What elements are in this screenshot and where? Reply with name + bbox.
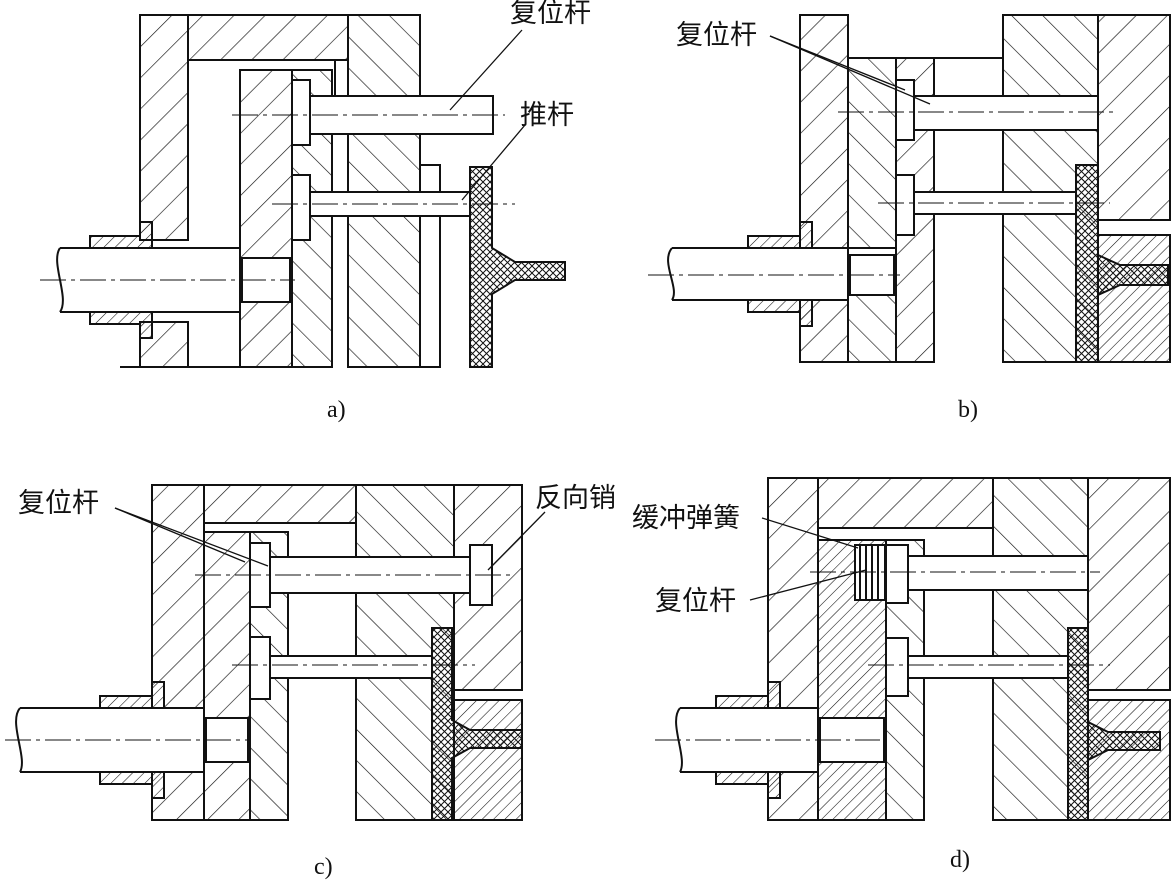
label-reverse-pin-c: 反向销 bbox=[535, 483, 616, 514]
ejection-rod bbox=[672, 247, 849, 301]
panel-c bbox=[5, 484, 546, 821]
product bbox=[1075, 164, 1169, 363]
panel-a bbox=[40, 14, 566, 368]
caption-a: a) bbox=[327, 397, 346, 423]
caption-d: d) bbox=[950, 847, 970, 873]
panel-d bbox=[655, 477, 1171, 821]
label-reset-rod-a: 复位杆 bbox=[510, 0, 591, 29]
label-buffer-spring-d: 缓冲弹簧 bbox=[632, 503, 740, 534]
product bbox=[431, 627, 523, 821]
product bbox=[1067, 627, 1161, 821]
push-rod bbox=[907, 655, 1069, 679]
label-push-rod-a: 推杆 bbox=[520, 100, 574, 131]
caption-c: c) bbox=[314, 854, 333, 880]
label-reset-rod-d: 复位杆 bbox=[655, 586, 736, 617]
reset-rod bbox=[913, 95, 1099, 131]
label-reset-rod-c: 复位杆 bbox=[18, 488, 99, 519]
top-plate bbox=[187, 14, 349, 61]
fixed-plate bbox=[139, 14, 189, 241]
product bbox=[469, 166, 566, 368]
reset-rod bbox=[907, 555, 1089, 591]
ejector-plate bbox=[203, 531, 251, 821]
label-reset-rod-b: 复位杆 bbox=[676, 20, 757, 51]
ejector-plate bbox=[239, 69, 293, 368]
push-rod bbox=[269, 655, 433, 679]
panel-b bbox=[648, 14, 1171, 363]
caption-b: b) bbox=[958, 397, 978, 423]
